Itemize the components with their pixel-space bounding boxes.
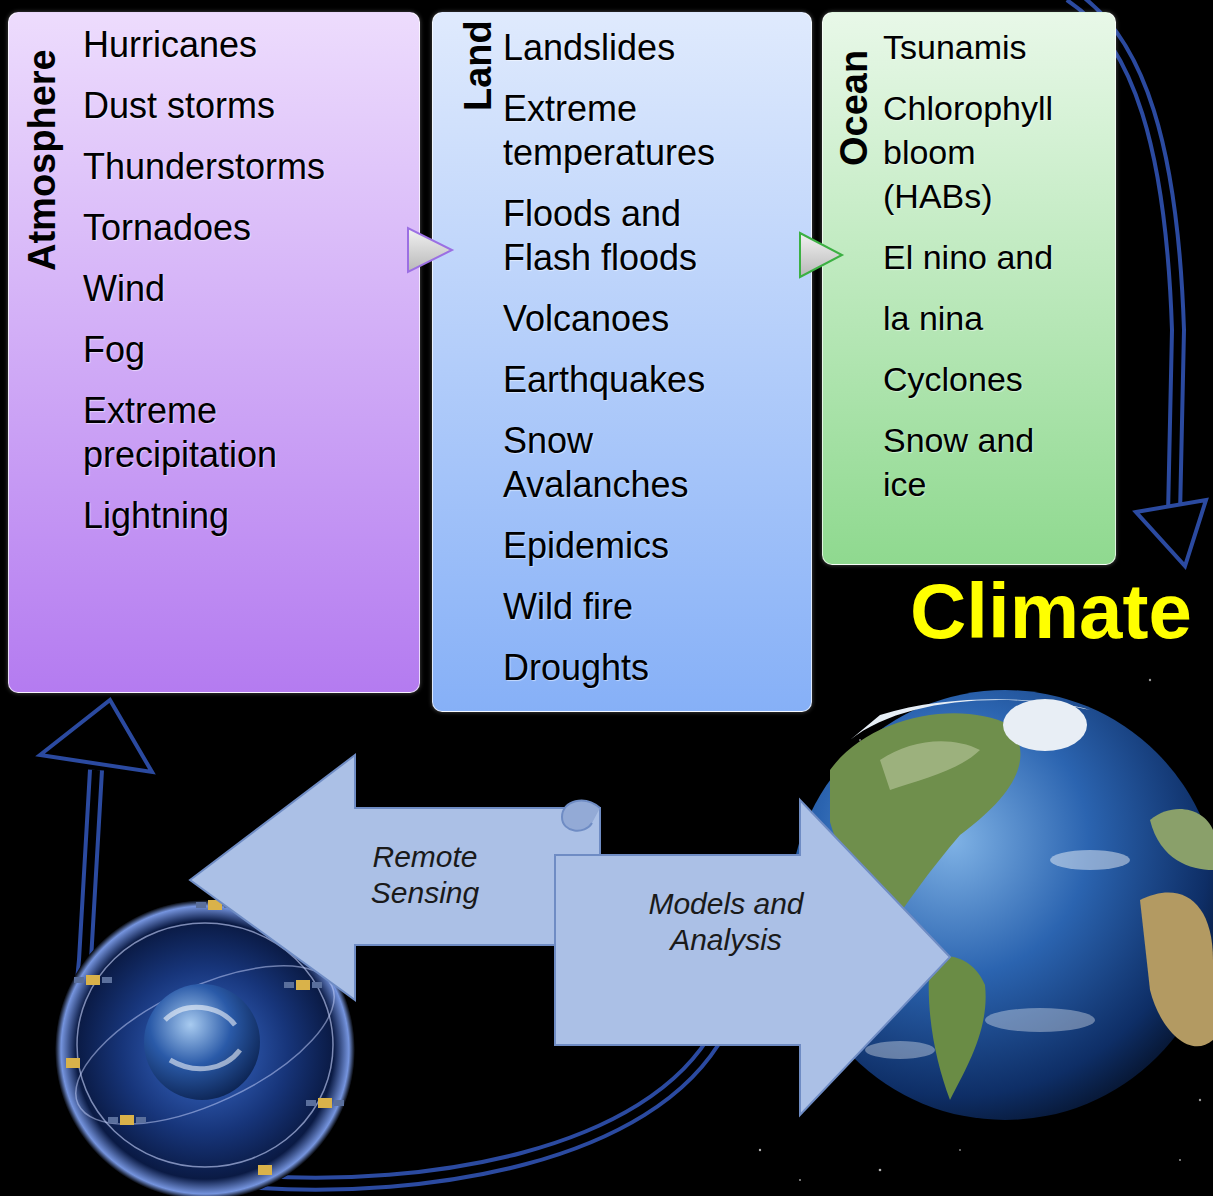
satellite-constellation-part-part	[136, 1117, 146, 1123]
arrow-label: Remote Sensing	[350, 839, 500, 911]
hazard-item: Landslides	[503, 26, 773, 70]
block-arrow: Models and Analysis	[555, 800, 950, 1115]
earth-globe-part	[1150, 809, 1213, 870]
hazard-item: El nino and	[883, 235, 1081, 279]
stars-part	[879, 1169, 882, 1172]
satellite-constellation-part-part	[306, 1100, 316, 1106]
hazard-list: TsunamisChlorophyll bloom (HABs) El nino …	[883, 25, 1081, 506]
satellite-constellation-part-part	[66, 1058, 80, 1068]
earth-globe-part	[1003, 699, 1087, 751]
stars-part	[759, 1149, 761, 1151]
satellite-constellation-part-part	[74, 977, 84, 983]
panel-heading: Land	[459, 20, 497, 111]
satellite-constellation-part-part	[102, 977, 112, 983]
satellite-constellation-part-part	[86, 975, 100, 985]
hazard-item: Droughts	[503, 646, 773, 690]
panel-heading-holder: Land	[459, 20, 497, 111]
hazard-item: Extreme temperatures	[503, 87, 773, 175]
satellite-constellation-part-part	[120, 1115, 134, 1125]
flow-chevron	[800, 233, 842, 277]
hazard-item: Epidemics	[503, 524, 773, 568]
hazard-item: Floods and Flash floods	[503, 192, 773, 280]
satellite-constellation-part-part	[108, 1117, 118, 1123]
arrow-label: Models and Analysis	[631, 886, 821, 958]
hazard-item: Thunderstorms	[83, 145, 383, 189]
hazard-item: Extreme precipitation	[83, 389, 383, 477]
satellite-constellation-part-part	[318, 1098, 332, 1108]
hazard-item: Lightning	[83, 494, 383, 538]
hazard-panel: Ocean TsunamisChlorophyll bloom (HABs) El …	[822, 12, 1116, 565]
stars-part	[859, 739, 861, 741]
label-holder: Climate	[910, 572, 1192, 650]
panel-heading: Atmosphere	[23, 49, 61, 271]
satellite-constellation-part-part	[196, 902, 206, 908]
panel-heading-holder: Atmosphere	[23, 49, 61, 271]
hazard-item: Snow and ice	[883, 418, 1081, 506]
satellite-constellation-part-part	[312, 982, 322, 988]
satellite-constellation-part-part	[258, 1165, 272, 1175]
arrow-body	[555, 800, 950, 1115]
hazard-item: Tsunamis	[883, 25, 1081, 69]
panel-heading: Ocean	[835, 50, 873, 166]
hazard-item: Dust storms	[83, 84, 383, 128]
cycle-arrow-part	[1136, 500, 1206, 566]
earth-globe-part	[1140, 893, 1213, 1047]
flow-chevron	[408, 228, 452, 272]
earth-globe-part	[865, 1041, 935, 1059]
hazard-item: Hurricanes	[83, 23, 383, 67]
stars-part	[1179, 1159, 1181, 1161]
satellite-constellation-part	[77, 923, 333, 1167]
cycle-arrow-part	[40, 700, 152, 772]
satellite-constellation-part-part	[334, 1100, 344, 1106]
block-arrow-shape	[555, 800, 950, 1115]
satellite-constellation-part-part	[284, 982, 294, 988]
hazard-list: HurricanesDust stormsThunderstormsTornad…	[83, 23, 383, 538]
earth-globe-part	[880, 741, 980, 790]
hazard-item: la nina	[883, 296, 1081, 340]
satellite-constellation-part	[165, 1007, 240, 1068]
earth-globe-part	[985, 1008, 1095, 1032]
satellite-constellation-part	[144, 984, 260, 1100]
hazard-item: Earthquakes	[503, 358, 773, 402]
hazard-item: Chlorophyll bloom (HABs)	[883, 86, 1081, 218]
stars-part	[1199, 1099, 1201, 1101]
earth-globe-part	[1050, 850, 1130, 870]
hazard-item: Wind	[83, 267, 383, 311]
hazard-list: LandslidesExtreme temperaturesFloods and…	[503, 26, 773, 690]
hazard-item: Snow Avalanches	[503, 419, 773, 507]
arrow-text-holder: Remote Sensing	[350, 839, 500, 911]
stars-part	[799, 1179, 801, 1181]
hazard-item: Tornadoes	[83, 206, 383, 250]
block-arrow: Remote Sensing	[190, 755, 600, 1000]
arrow-text-holder: Models and Analysis	[631, 886, 821, 958]
hazard-item: Wild fire	[503, 585, 773, 629]
stars-part	[959, 1149, 961, 1151]
panel-heading-holder: Ocean	[835, 50, 873, 166]
scroll-curl	[562, 801, 600, 831]
hazard-item: Fog	[83, 328, 383, 372]
climate-label: Climate	[910, 572, 1192, 650]
stars-part	[1149, 679, 1151, 681]
arrow-body	[190, 755, 600, 1000]
satellite-constellation-part-part	[296, 980, 310, 990]
earth-globe-part	[929, 956, 986, 1100]
hazard-panel: Atmosphere HurricanesDust stormsThunderst…	[8, 12, 420, 693]
hazard-item: Cyclones	[883, 357, 1081, 401]
hazard-panel: LandLandslidesExtreme temperaturesFloods…	[432, 12, 812, 712]
hazard-item: Volcanoes	[503, 297, 773, 341]
